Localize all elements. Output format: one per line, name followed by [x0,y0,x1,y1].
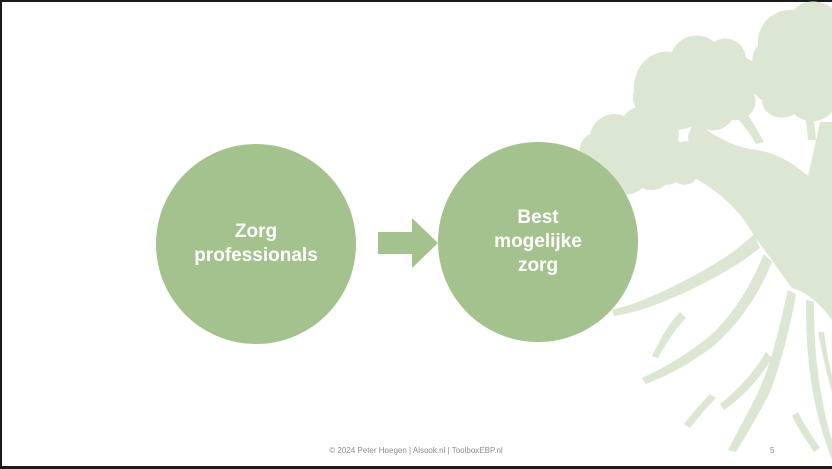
slide-border-top [0,0,832,2]
page-number: 5 [770,446,775,455]
node-label: Best mogelijke zorg [494,207,582,276]
footer-copyright: © 2024 Peter Hoegen | Alsook.nl | Toolbo… [329,446,503,455]
tree-illustration [579,1,832,460]
node-label: Zorg professionals [194,221,318,266]
slide-border-left [0,0,2,469]
slide-border-bottom [0,466,832,469]
node-best-mogelijke-zorg: Best mogelijke zorg [438,142,638,342]
node-zorg-professionals: Zorg professionals [156,144,356,344]
right-arrow-icon [378,218,438,268]
